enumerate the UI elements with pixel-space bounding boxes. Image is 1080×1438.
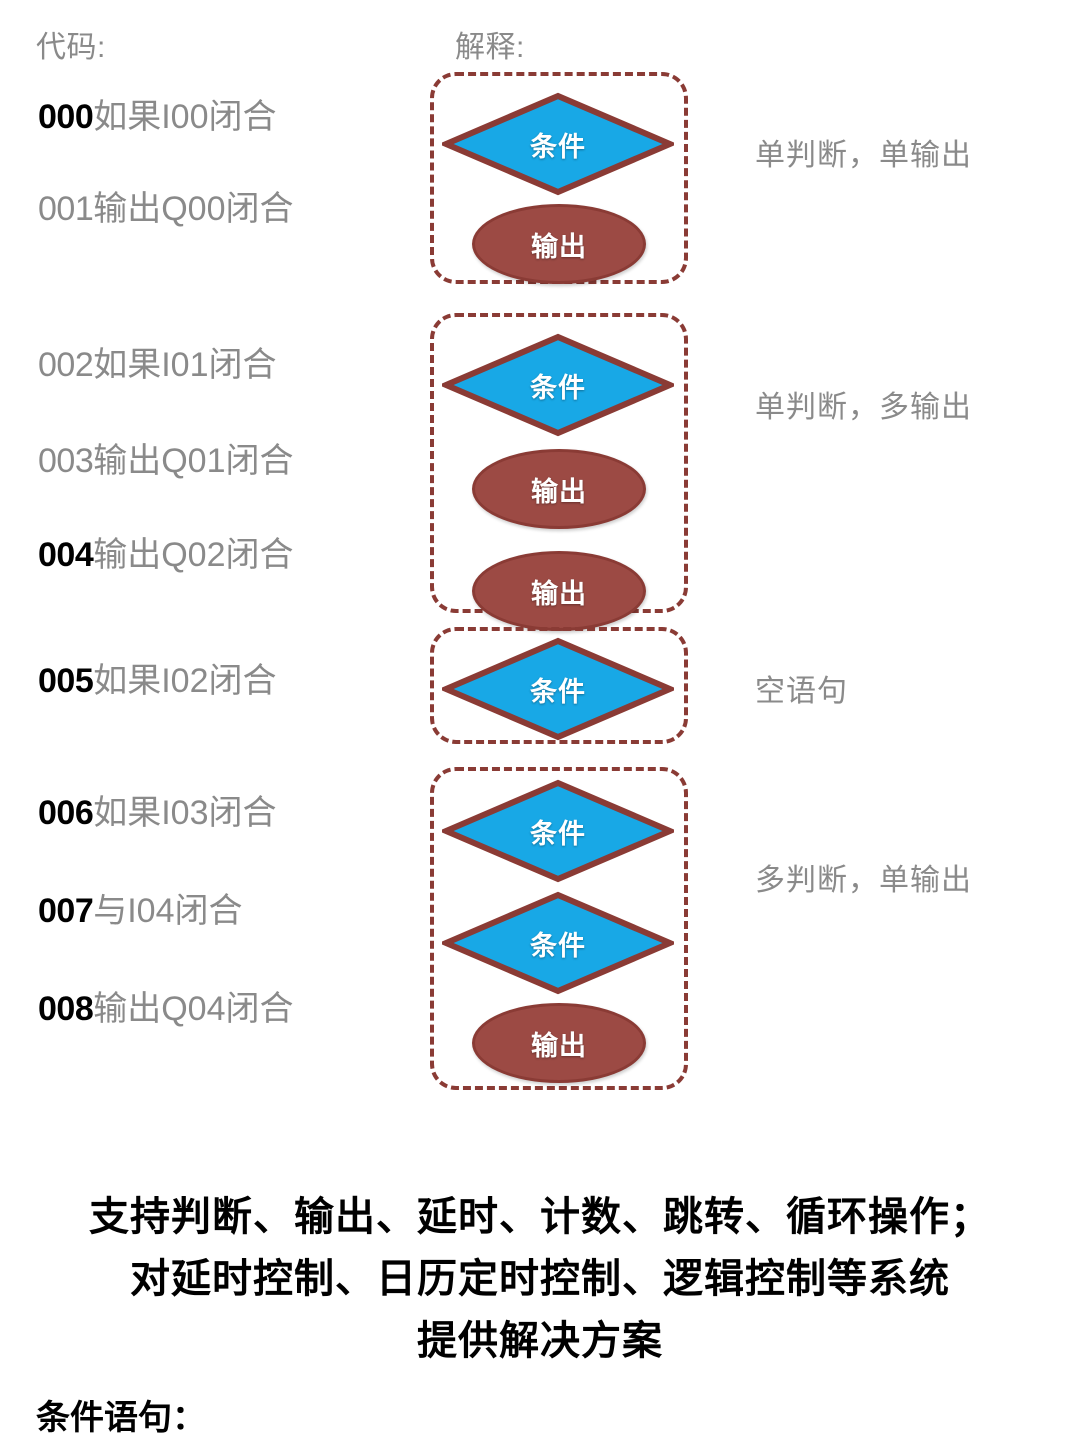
condition-diamond[interactable]: 条件 [442, 92, 674, 196]
flow-group-4: 条件条件输出 [430, 767, 688, 1090]
output-label: 输出 [531, 578, 587, 609]
condition-label: 条件 [530, 372, 586, 403]
summary-line: 对延时控制、日历定时控制、逻辑控制等系统 [130, 1257, 950, 1301]
summary-line: 支持判断、输出、延时、计数、跳转、循环操作； [89, 1195, 991, 1239]
output-label: 输出 [531, 231, 587, 262]
condition-label: 条件 [530, 131, 586, 162]
code-line-number: 005 [38, 662, 94, 700]
code-line-number: 004 [38, 536, 94, 574]
diamond-icon [442, 891, 674, 995]
code-line-number: 000 [38, 98, 94, 136]
condition-label: 条件 [530, 930, 586, 961]
output-ellipse[interactable]: 输出 [472, 551, 646, 631]
condition-diamond[interactable]: 条件 [442, 637, 674, 741]
output-ellipse[interactable]: 输出 [472, 449, 646, 529]
code-line: 006如果I03闭合 [38, 794, 277, 832]
code-line: 005如果I02闭合 [38, 662, 277, 700]
code-line-statement: 如果I00闭合 [93, 98, 277, 136]
summary-paragraph: 支持判断、输出、延时、计数、跳转、循环操作； 对延时控制、日历定时控制、逻辑控制等… [0, 1186, 1080, 1372]
group-annotation: 单判断，单输出 [755, 139, 972, 172]
output-label: 输出 [531, 1030, 587, 1061]
diamond-icon [442, 92, 674, 196]
flow-group-2: 条件输出输出 [430, 313, 688, 631]
code-line: 003输出Q01闭合 [38, 442, 294, 480]
code-line: 001输出Q00闭合 [38, 190, 294, 228]
code-line-number: 006 [38, 794, 94, 832]
diamond-icon [442, 333, 674, 437]
group-annotation: 空语句 [755, 675, 848, 708]
condition-diamond[interactable]: 条件 [442, 779, 674, 883]
code-line-number: 008 [38, 990, 94, 1028]
output-ellipse[interactable]: 输出 [472, 204, 646, 284]
output-label: 输出 [531, 476, 587, 507]
flow-group-3: 条件 [430, 627, 688, 744]
flow-group-1: 条件输出 [430, 72, 688, 284]
code-column-header: 代码: [36, 31, 106, 64]
code-line: 007与I04闭合 [38, 892, 243, 930]
condition-diamond[interactable]: 条件 [442, 891, 674, 995]
code-line-statement: 输出Q04闭合 [93, 990, 294, 1028]
code-line-statement: 与I04闭合 [93, 892, 243, 930]
condition-diamond[interactable]: 条件 [442, 333, 674, 437]
group-annotation: 单判断，多输出 [755, 391, 972, 424]
code-line-number: 002 [38, 346, 94, 384]
group-annotation: 多判断，单输出 [755, 864, 972, 897]
code-line-statement: 如果I02闭合 [93, 662, 277, 700]
output-ellipse[interactable]: 输出 [472, 1003, 646, 1083]
summary-line: 提供解决方案 [417, 1319, 663, 1363]
code-line: 000如果I00闭合 [38, 98, 277, 136]
diamond-icon [442, 637, 674, 741]
code-line-statement: 输出Q00闭合 [93, 190, 294, 228]
code-line-number: 007 [38, 892, 94, 930]
condition-label: 条件 [530, 676, 586, 707]
code-line: 004输出Q02闭合 [38, 536, 294, 574]
explanation-column-header: 解释: [455, 31, 525, 64]
diamond-icon [442, 779, 674, 883]
code-line-statement: 如果I01闭合 [93, 346, 277, 384]
code-line: 002如果I01闭合 [38, 346, 277, 384]
code-line: 008输出Q04闭合 [38, 990, 294, 1028]
footer-section-label: 条件语句： [36, 1399, 206, 1437]
code-line-statement: 输出Q01闭合 [93, 442, 294, 480]
code-line-statement: 输出Q02闭合 [93, 536, 294, 574]
condition-label: 条件 [530, 818, 586, 849]
code-line-number: 003 [38, 442, 94, 480]
code-line-statement: 如果I03闭合 [93, 794, 277, 832]
code-line-number: 001 [38, 190, 94, 228]
